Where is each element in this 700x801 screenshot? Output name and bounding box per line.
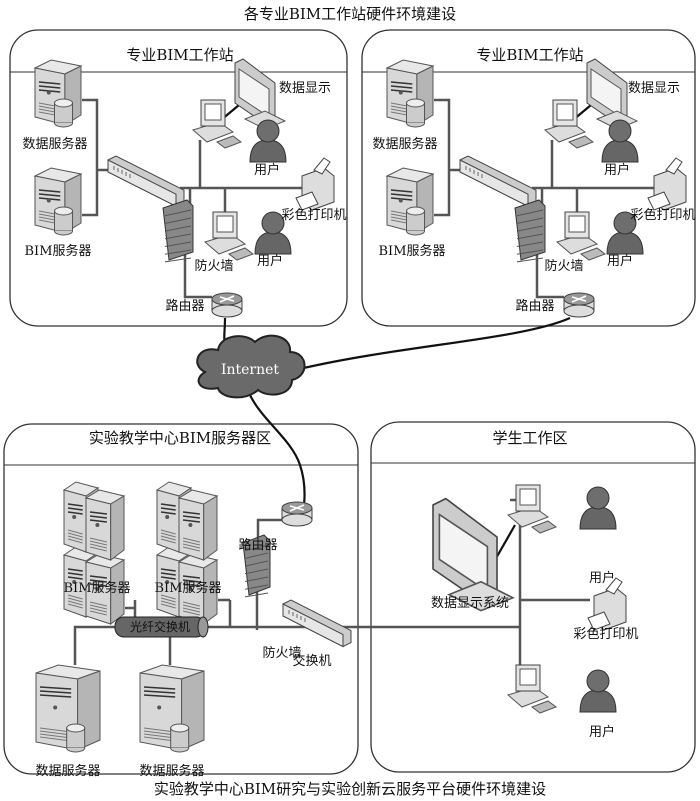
firewall-label: 防火墙 bbox=[262, 645, 301, 661]
student-pc-icon bbox=[506, 484, 558, 534]
firewall-icon bbox=[242, 534, 271, 598]
bim-server-label: BIM服务器 bbox=[155, 580, 222, 596]
user-label: 用户 bbox=[257, 253, 283, 269]
router-label: 路由器 bbox=[165, 298, 204, 314]
data-display-label: 数据显示 bbox=[279, 81, 331, 96]
printer-label: 彩色打印机 bbox=[281, 207, 346, 223]
user-label: 用户 bbox=[589, 570, 615, 586]
network-link bbox=[494, 524, 516, 561]
user-icon bbox=[579, 486, 617, 530]
router-icon bbox=[281, 501, 313, 527]
network-link bbox=[249, 394, 306, 506]
switch-label: 交换机 bbox=[292, 653, 331, 669]
user-label: 用户 bbox=[607, 253, 633, 269]
display-system-label: 数据显示系统 bbox=[431, 596, 509, 611]
network-link bbox=[73, 518, 520, 665]
bim-server-icon bbox=[33, 167, 83, 236]
user-label: 用户 bbox=[604, 162, 630, 178]
diagram-title: 各专业BIM工作站硬件环境建设 bbox=[244, 5, 456, 23]
color-printer-icon bbox=[587, 577, 627, 631]
user-icon bbox=[579, 669, 617, 713]
fiber-switch-icon bbox=[114, 616, 209, 638]
user-icon bbox=[601, 119, 639, 163]
bim-server-label: BIM服务器 bbox=[379, 243, 446, 259]
bim-server-label: BIM服务器 bbox=[25, 243, 92, 259]
bim-server-icon bbox=[385, 167, 435, 236]
data-server-icon bbox=[139, 664, 205, 753]
router-label: 路由器 bbox=[515, 298, 554, 314]
router-icon bbox=[211, 292, 243, 318]
bim-server-cluster-icon bbox=[62, 481, 126, 626]
router-icon bbox=[563, 292, 595, 318]
panel-title: 专业BIM工作站 bbox=[126, 46, 233, 64]
user-icon bbox=[249, 119, 287, 163]
data-display-monitor-icon bbox=[234, 58, 287, 130]
user-label: 用户 bbox=[589, 724, 615, 740]
data-server-label: 数据服务器 bbox=[372, 136, 437, 152]
workstation-pc-icon bbox=[191, 99, 243, 149]
panel-title: 学生工作区 bbox=[492, 429, 567, 447]
router-label: 路由器 bbox=[238, 537, 277, 553]
data-server-icon bbox=[33, 59, 83, 128]
printer-label: 彩色打印机 bbox=[573, 626, 638, 642]
switch-icon bbox=[282, 599, 352, 648]
bim-server-label: BIM服务器 bbox=[64, 580, 131, 596]
student-zone-panel bbox=[370, 421, 696, 773]
workstation-pc-icon bbox=[203, 211, 255, 261]
panel-title: 专业BIM工作站 bbox=[476, 46, 583, 64]
workstation-pc-icon bbox=[543, 99, 595, 149]
diagram-caption: 实验教学中心BIM研究与实验创新云服务平台硬件环境建设 bbox=[154, 780, 546, 798]
switch-icon bbox=[459, 155, 537, 208]
workstation-pc-icon bbox=[555, 211, 607, 261]
data-server-label: 数据服务器 bbox=[35, 763, 100, 779]
display-system-monitor-icon bbox=[432, 497, 515, 612]
internet-label: Internet bbox=[221, 362, 279, 378]
bim-server-cluster-icon bbox=[155, 481, 219, 626]
firewall-icon bbox=[514, 199, 546, 263]
data-display-label: 数据显示 bbox=[628, 81, 680, 96]
student-pc-icon bbox=[506, 664, 558, 714]
switch-icon bbox=[107, 155, 185, 208]
data-server-icon bbox=[385, 59, 435, 128]
user-icon bbox=[254, 211, 292, 255]
user-label: 用户 bbox=[254, 162, 280, 178]
firewall-label: 防火墙 bbox=[194, 258, 233, 274]
data-server-label: 数据服务器 bbox=[139, 763, 204, 779]
data-server-label: 数据服务器 bbox=[22, 136, 87, 152]
color-printer-icon bbox=[647, 157, 687, 211]
panel-title: 实验教学中心BIM服务器区 bbox=[89, 429, 271, 447]
user-icon bbox=[606, 211, 644, 255]
firewall-label: 防火墙 bbox=[544, 258, 583, 274]
data-server-icon bbox=[35, 664, 101, 753]
printer-label: 彩色打印机 bbox=[630, 207, 695, 223]
fiber-switch-label: 光纤交换机 bbox=[130, 619, 190, 634]
firewall-icon bbox=[162, 199, 194, 263]
network-link bbox=[294, 316, 571, 372]
color-printer-icon bbox=[295, 157, 335, 211]
internet-cloud-icon: Internet bbox=[196, 334, 306, 399]
